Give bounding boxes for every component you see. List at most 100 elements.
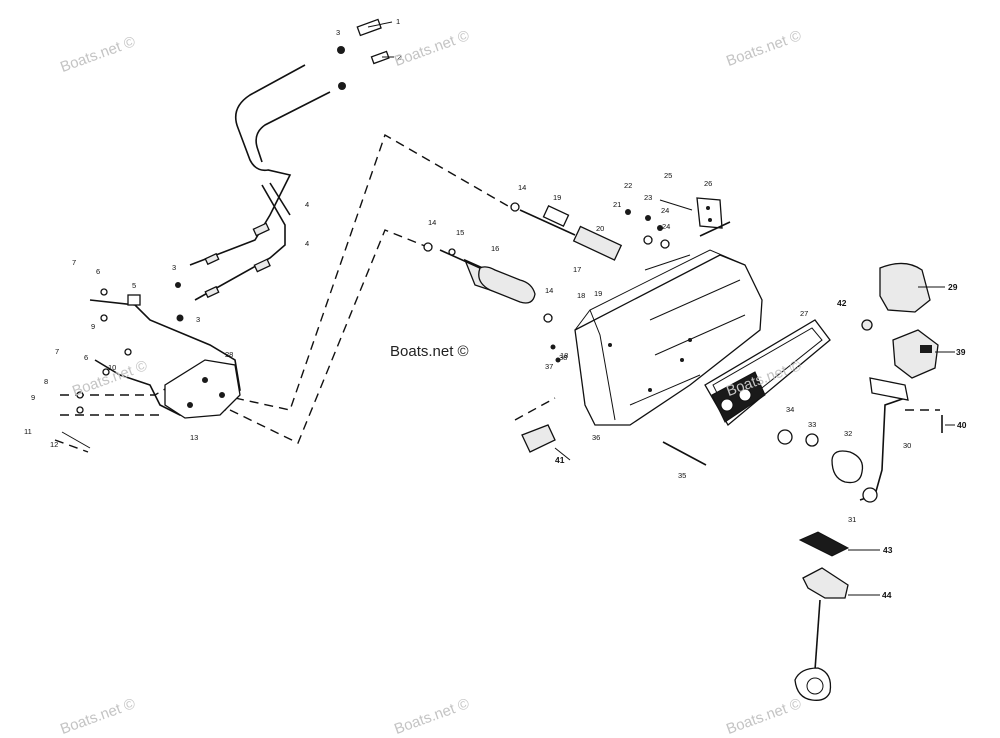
callout-43: 43 <box>883 545 893 555</box>
callout-17: 17 <box>573 265 581 274</box>
clip-41 <box>521 424 556 453</box>
lever-44 <box>802 567 849 599</box>
switch-knob <box>920 345 932 353</box>
cable-ferrule <box>253 258 271 273</box>
cylinder-20 <box>572 225 623 261</box>
screw-part <box>100 288 108 296</box>
callout-44: 44 <box>882 590 892 600</box>
plate-hole <box>706 206 710 210</box>
nut-part <box>423 242 433 252</box>
switch-39 <box>892 329 939 379</box>
bracket-dash-3 <box>54 439 89 453</box>
callout-3: 3 <box>196 315 200 324</box>
washer-part <box>176 314 184 322</box>
callout-34: 34 <box>786 405 794 414</box>
bracket-arm <box>699 221 731 237</box>
screw-part <box>100 314 108 322</box>
center-watermark: Boats.net © <box>390 343 469 360</box>
callout-9: 9 <box>91 322 95 331</box>
small-part <box>643 235 653 245</box>
callout-6: 6 <box>84 353 88 362</box>
control-box-edge <box>589 309 616 421</box>
small-part <box>645 215 651 221</box>
housing-bolt <box>187 402 193 408</box>
small-part <box>550 344 556 350</box>
callout-18: 18 <box>577 291 585 300</box>
screw-line <box>659 199 693 211</box>
callout-40: 40 <box>957 420 967 430</box>
callout-28: 28 <box>225 350 233 359</box>
callout-39: 39 <box>956 347 966 357</box>
rod-line <box>439 249 481 269</box>
callout-35: 35 <box>678 471 686 480</box>
lever-shaft <box>814 599 821 671</box>
small-bracket <box>127 294 141 306</box>
callout-19: 19 <box>553 193 561 202</box>
callout-10: 10 <box>108 363 116 372</box>
plate-26 <box>696 197 723 229</box>
nut-part <box>510 202 520 212</box>
callout-8: 8 <box>44 377 48 386</box>
knob-inner <box>806 677 824 695</box>
callout-2: 2 <box>397 53 401 62</box>
washer-part <box>337 46 345 54</box>
pin-line <box>61 431 91 449</box>
callout-6: 6 <box>96 267 100 276</box>
callout-3: 3 <box>336 28 340 37</box>
screw-part <box>102 368 110 376</box>
small-part <box>657 225 663 231</box>
small-part <box>555 357 561 363</box>
washer-34 <box>777 429 793 445</box>
switch-hole <box>720 398 734 412</box>
housing-bolt <box>202 377 208 383</box>
cover-29 <box>879 262 931 313</box>
leader-line <box>367 21 393 28</box>
callout-24: 24 <box>662 222 670 231</box>
callout-18: 18 <box>560 351 568 360</box>
callout-16: 16 <box>491 244 499 253</box>
callout-11: 11 <box>24 427 32 436</box>
nut-part <box>448 248 456 256</box>
callout-12: 12 <box>50 440 58 449</box>
box-detail <box>644 254 691 271</box>
knob-base <box>794 667 832 701</box>
small-part <box>625 209 631 215</box>
callout-7: 7 <box>55 347 59 356</box>
callout-31: 31 <box>848 515 856 524</box>
cable-upper <box>189 64 306 266</box>
callout-33: 33 <box>808 420 816 429</box>
cable-route-dashed <box>234 133 516 411</box>
callout-21: 21 <box>613 200 621 209</box>
plate-hole <box>708 218 712 222</box>
callout-19: 19 <box>594 289 602 298</box>
small-part <box>660 239 670 249</box>
callout-9: 9 <box>31 393 35 402</box>
pad-43 <box>798 531 850 557</box>
callout-32: 32 <box>844 429 852 438</box>
pin-35 <box>662 441 707 466</box>
callout-25: 25 <box>664 171 672 180</box>
washer-33 <box>805 433 819 447</box>
callout-14: 14 <box>518 183 526 192</box>
box-bolt <box>688 338 692 342</box>
screw-part <box>76 391 84 399</box>
washer-part <box>175 282 181 288</box>
screw-part <box>124 348 132 356</box>
box-detail <box>629 374 701 406</box>
cable-lower-b <box>269 182 291 216</box>
dash-small <box>514 397 556 421</box>
nut-42 <box>861 319 873 331</box>
cable-ferrule <box>204 252 220 266</box>
callout-38: 38 <box>559 353 567 362</box>
leader-line <box>554 447 571 461</box>
housing-bolt <box>219 392 225 398</box>
callout-36: 36 <box>592 433 600 442</box>
callout-42: 42 <box>837 298 847 308</box>
nut-part <box>543 313 553 323</box>
callout-15: 15 <box>456 228 464 237</box>
callout-1: 1 <box>396 17 400 26</box>
callout-20: 20 <box>596 224 604 233</box>
callout-labels: 1 2 3 3 3 4 4 5 6 6 7 7 8 9 9 10 11 12 1… <box>24 17 967 600</box>
box-detail <box>649 279 741 321</box>
callout-22: 22 <box>624 181 632 190</box>
